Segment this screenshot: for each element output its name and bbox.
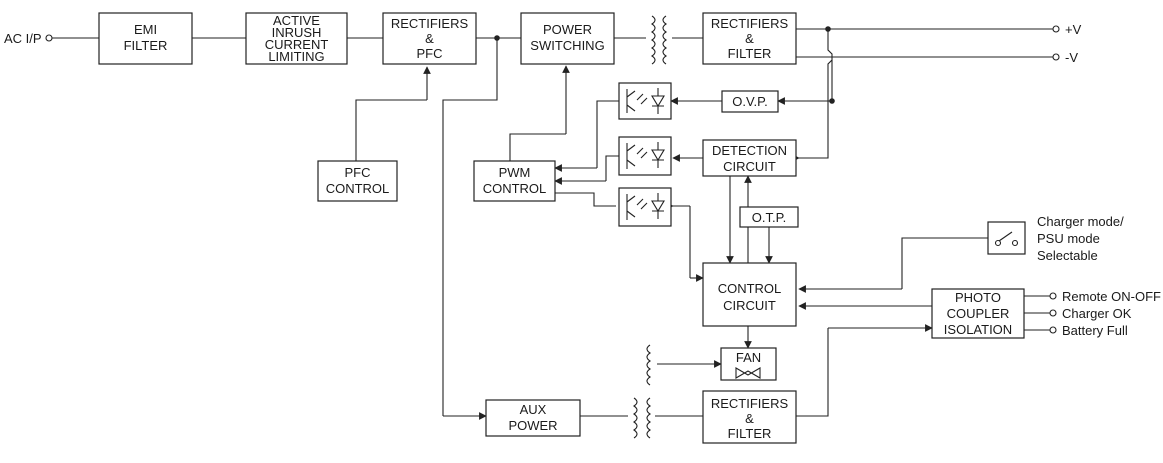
rectifiers-filter-aux-block: RECTIFIERS & FILTER bbox=[702, 390, 797, 444]
fan-icon bbox=[735, 367, 761, 379]
emi-filter-line-1: EMI bbox=[134, 22, 157, 37]
emi-filter-block: EMI FILTER bbox=[98, 12, 193, 65]
rectifiers-filter-main-block: RECTIFIERS & FILTER bbox=[702, 12, 797, 65]
output-positive-label: +V bbox=[1065, 22, 1082, 37]
rect-pfc-line-1: RECTIFIERS bbox=[391, 16, 469, 31]
rect-filter-main-line-3: FILTER bbox=[728, 46, 772, 61]
control-circuit-line-2: CIRCUIT bbox=[723, 298, 776, 313]
pwm-control-block: PWM CONTROL bbox=[473, 160, 556, 202]
rectifiers-pfc-block: RECTIFIERS & PFC bbox=[382, 12, 477, 65]
signal-battery-full: Battery Full bbox=[1062, 323, 1128, 338]
power-switching-line-1: POWER bbox=[543, 22, 592, 37]
rect-pfc-line-2: & bbox=[425, 31, 434, 46]
inrush-line-2: INRUSH bbox=[272, 25, 322, 40]
terminals bbox=[45, 25, 1060, 334]
inrush-line-4: LIMITING bbox=[268, 49, 324, 64]
photo-coupler-block: PHOTO COUPLER ISOLATION bbox=[931, 288, 1025, 339]
power-switching-block: POWER SWITCHING bbox=[520, 12, 615, 65]
ovp-block: O.V.P. bbox=[721, 90, 779, 113]
rect-filter-main-line-2: & bbox=[745, 31, 754, 46]
pfc-control-line-2: CONTROL bbox=[326, 181, 390, 196]
output-negative-label: -V bbox=[1065, 50, 1078, 65]
pfc-control-line-1: PFC bbox=[345, 165, 371, 180]
active-inrush-block: ACTIVE INRUSH CURRENT LIMITING bbox=[245, 12, 348, 65]
detection-circuit-block: DETECTION CIRCUIT bbox=[702, 139, 797, 177]
detection-line-1: DETECTION bbox=[712, 143, 787, 158]
ac-input-label: AC I/P bbox=[4, 31, 42, 46]
aux-power-line-2: POWER bbox=[508, 418, 557, 433]
photo-coupler-line-3: ISOLATION bbox=[944, 322, 1012, 337]
optocoupler-detection-icon bbox=[618, 136, 672, 176]
rect-filter-main-line-1: RECTIFIERS bbox=[711, 16, 789, 31]
rect-filter-aux-line-3: FILTER bbox=[728, 426, 772, 441]
rect-pfc-line-3: PFC bbox=[417, 46, 443, 61]
fan-label: FAN bbox=[736, 350, 761, 365]
photo-coupler-line-1: PHOTO bbox=[955, 290, 1001, 305]
switch-label-line-1: Charger mode/ bbox=[1037, 214, 1124, 229]
main-transformer-icon bbox=[651, 15, 667, 65]
ovp-label: O.V.P. bbox=[732, 94, 767, 109]
optocoupler-control-icon bbox=[618, 187, 672, 227]
inrush-line-3: CURRENT bbox=[265, 37, 329, 52]
aux-power-block: AUX POWER bbox=[485, 399, 581, 437]
photo-coupler-line-2: COUPLER bbox=[947, 306, 1010, 321]
detection-line-2: CIRCUIT bbox=[723, 159, 776, 174]
aux-power-line-1: AUX bbox=[520, 402, 547, 417]
rect-filter-aux-line-2: & bbox=[745, 411, 754, 426]
wiring bbox=[52, 28, 1053, 420]
control-circuit-line-1: CONTROL bbox=[718, 281, 782, 296]
pfc-control-block: PFC CONTROL bbox=[317, 160, 398, 202]
signal-remote-on-off: Remote ON-OFF bbox=[1062, 289, 1161, 304]
mode-switch-icon bbox=[987, 221, 1026, 255]
rect-filter-aux-line-1: RECTIFIERS bbox=[711, 396, 789, 411]
inrush-line-1: ACTIVE bbox=[273, 13, 320, 28]
switch-label-line-2: PSU mode bbox=[1037, 231, 1100, 246]
emi-filter-line-2: FILTER bbox=[124, 38, 168, 53]
control-circuit-block: CONTROL CIRCUIT bbox=[702, 262, 797, 327]
pwm-control-line-2: CONTROL bbox=[483, 181, 547, 196]
power-switching-line-2: SWITCHING bbox=[530, 38, 604, 53]
aux-transformer-icon bbox=[633, 397, 651, 439]
otp-label: O.T.P. bbox=[752, 210, 786, 225]
otp-block: O.T.P. bbox=[739, 206, 799, 228]
fan-block: FAN bbox=[720, 347, 777, 381]
signal-charger-ok: Charger OK bbox=[1062, 306, 1132, 321]
pwm-control-line-1: PWM bbox=[499, 165, 531, 180]
optocoupler-ovp-icon bbox=[618, 82, 672, 120]
fan-coil-icon bbox=[646, 344, 651, 386]
switch-label-line-3: Selectable bbox=[1037, 248, 1098, 263]
